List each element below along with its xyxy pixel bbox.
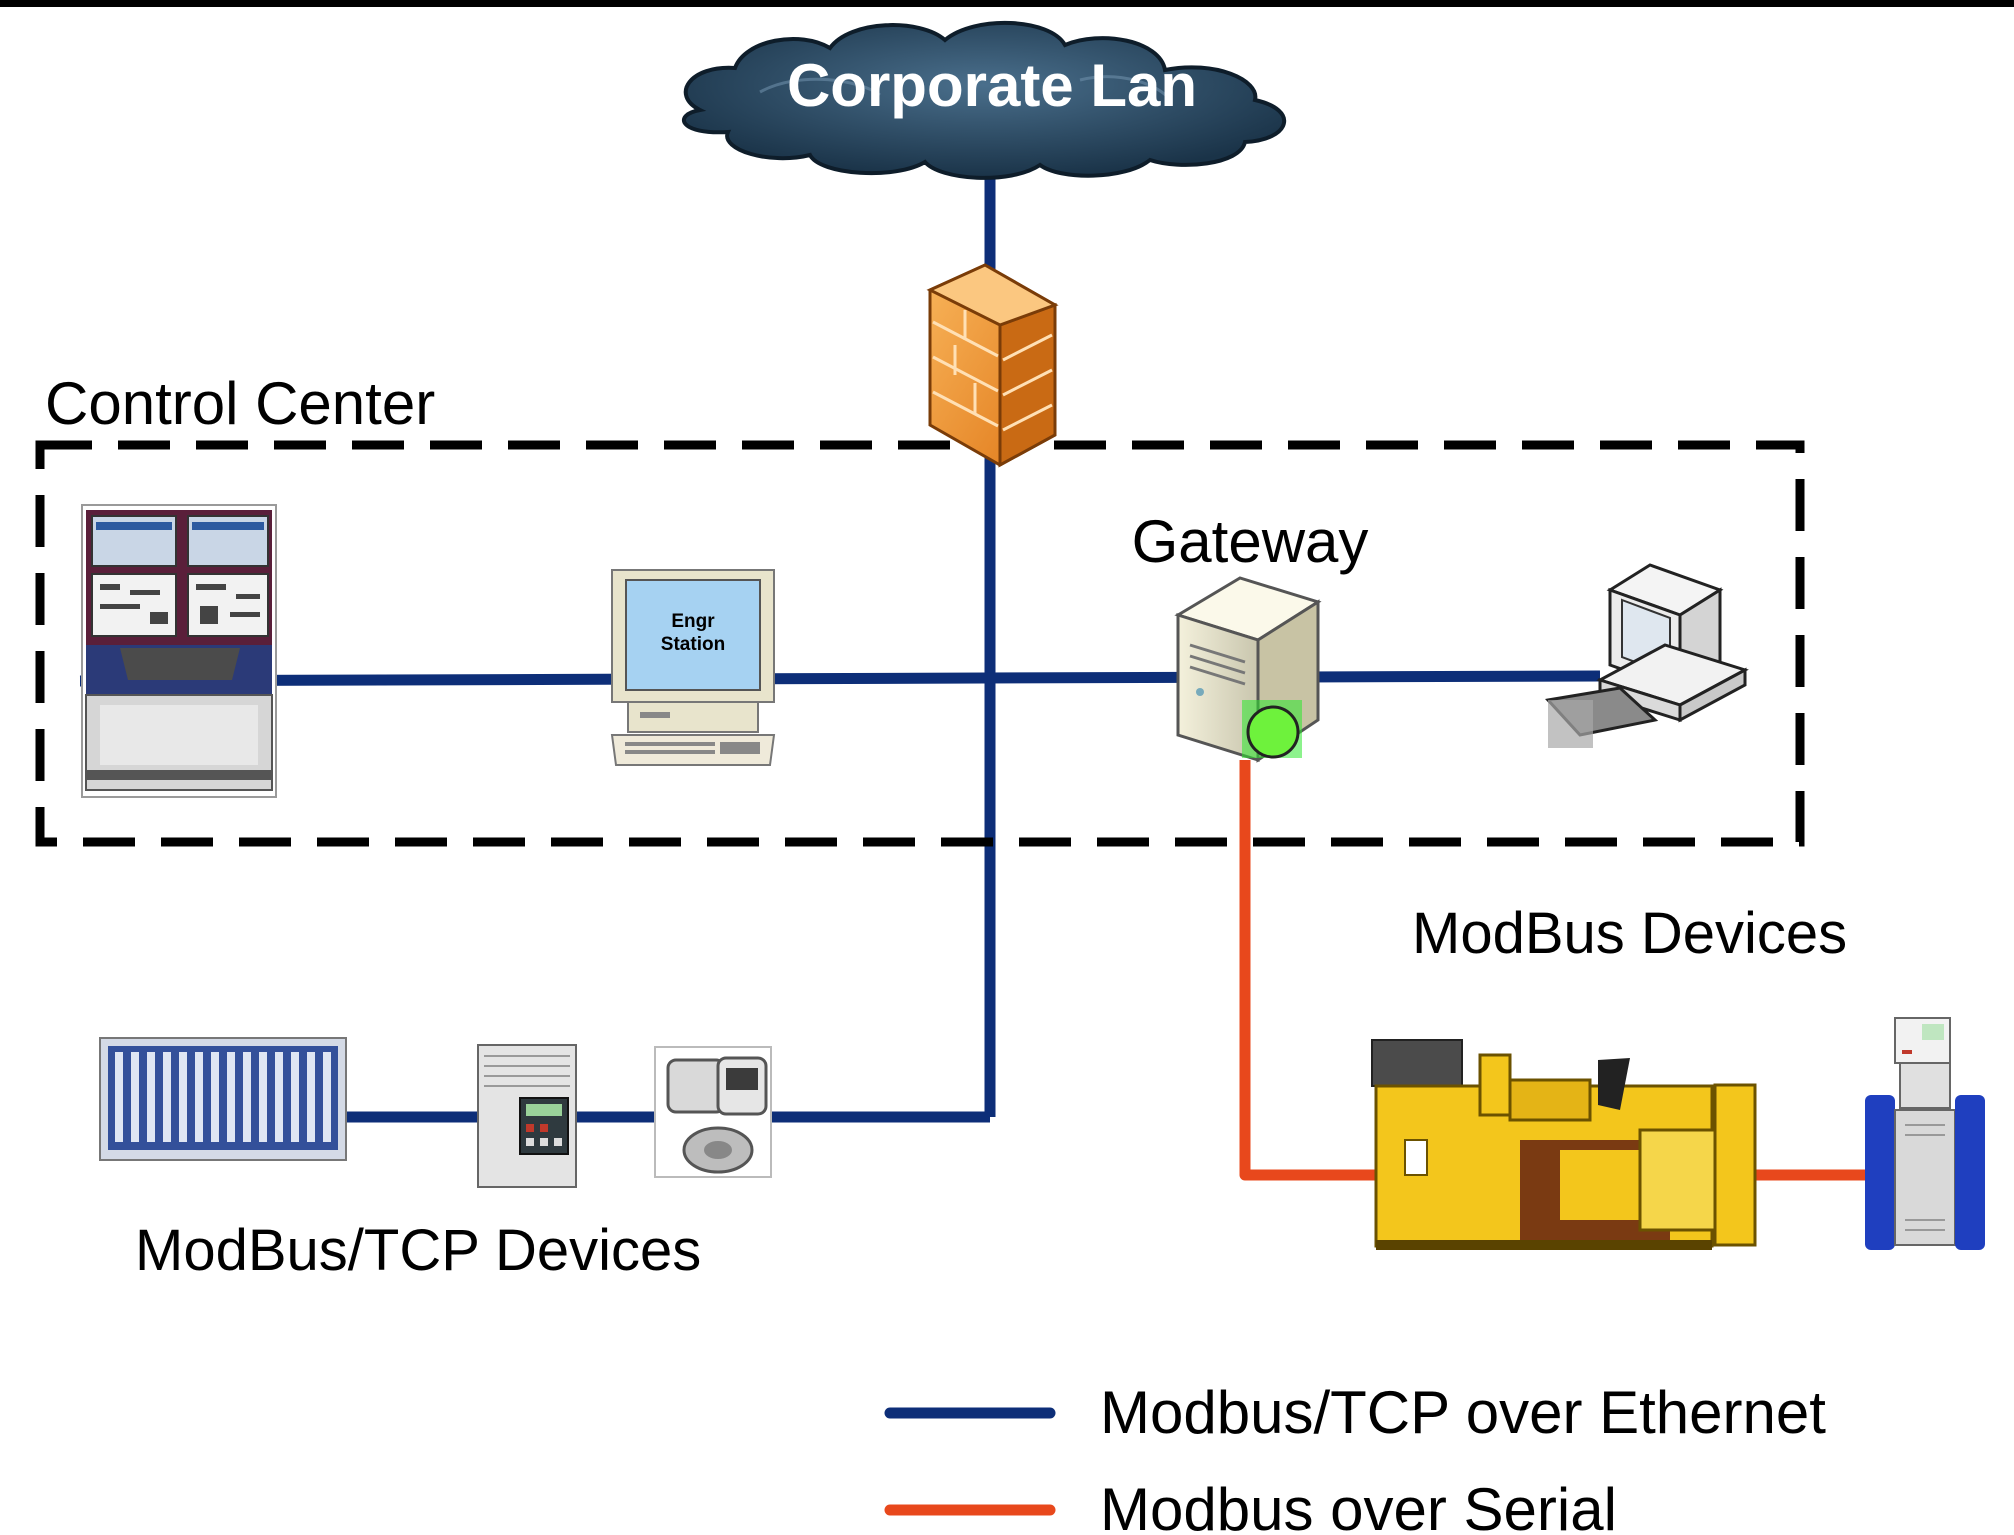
flow-meter-icon (654, 1046, 772, 1178)
gateway-label: Gateway (1132, 508, 1369, 575)
serial-bus-gateway (1239, 760, 1375, 1181)
tcp-devices-label: ModBus/TCP Devices (135, 1218, 701, 1283)
control-center-bus (79, 670, 1601, 687)
serial-links (1239, 760, 1865, 1181)
engr-station-label-line1: Engr (671, 611, 715, 632)
generator-icon (1371, 1039, 1757, 1250)
desktop-computer-icon (1545, 563, 1749, 748)
legend: Modbus/TCP over Ethernet Modbus over Ser… (884, 1379, 1826, 1535)
control-center-label: Control Center (45, 370, 435, 437)
legend-label-serial: Modbus over Serial (1100, 1476, 1617, 1535)
io-rack-icon (99, 1037, 347, 1161)
operator-console-icon (81, 504, 277, 798)
serial-devices-label: ModBus Devices (1412, 901, 1847, 966)
engr-station-icon (610, 569, 776, 766)
controller-unit-icon (477, 1044, 577, 1188)
cloud-label: Corporate Lan (787, 52, 1197, 119)
ethernet-links (79, 150, 1601, 1123)
status-led-icon (1246, 705, 1300, 759)
cloud-icon (681, 20, 1287, 180)
legend-label-ethernet: Modbus/TCP over Ethernet (1100, 1379, 1826, 1446)
control-center-zone (35, 440, 1805, 847)
firewall-icon (926, 263, 1059, 468)
mag-flow-meter-icon (1865, 1017, 1985, 1250)
top-border (0, 0, 2014, 7)
engr-station-label-line2: Station (661, 634, 725, 655)
